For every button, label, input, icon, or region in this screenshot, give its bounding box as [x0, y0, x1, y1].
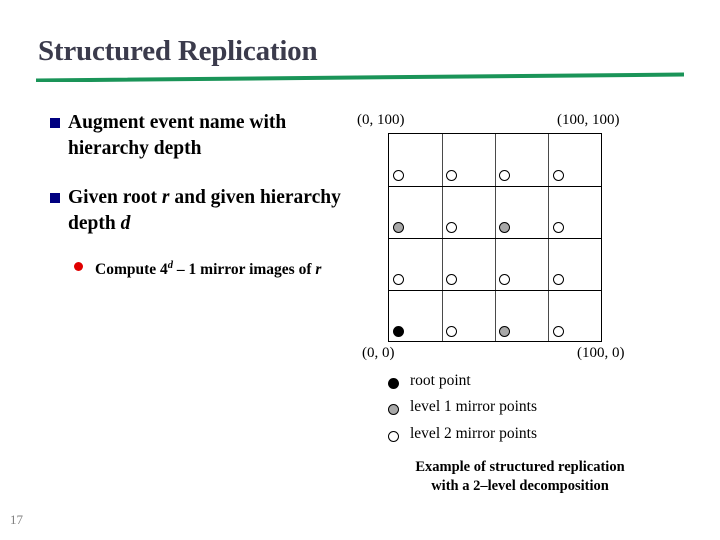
page-title: Structured Replication: [38, 35, 318, 67]
bullet-item-2-label: Given root r and given hierarchy depth d: [68, 185, 360, 237]
corner-label-top-left: (0, 100): [357, 112, 405, 128]
bullet-2-text-before: Given root: [68, 187, 162, 208]
level-2-mirror-point: [552, 170, 564, 182]
sub-bullet-exponent-d: d: [167, 260, 174, 271]
level-2-mirror-point-icon: [388, 431, 399, 442]
square-bullet-icon: [50, 118, 60, 128]
figure-caption: Example of structured replication with a…: [352, 458, 688, 496]
level-1-mirror-point-icon: [388, 404, 399, 415]
grid-line-horizontal: [389, 186, 601, 187]
figure-caption-line-1: Example of structured replication: [415, 459, 625, 475]
sub-bullet-variable-r: r: [315, 261, 322, 279]
legend-label-root: root point: [410, 372, 471, 389]
sub-bullet-text-middle: – 1 mirror images of: [173, 261, 316, 279]
grid-line-vertical: [442, 134, 443, 341]
bullet-item-1: Augment event name with hierarchy depth: [50, 110, 360, 162]
level-1-mirror-point: [499, 326, 511, 338]
bullet-2-variable-d: d: [120, 213, 131, 234]
corner-label-bottom-right: (100, 0): [577, 345, 625, 361]
page-number: 17: [10, 512, 23, 527]
title-underline-rule: [36, 72, 684, 82]
figure-caption-line-2: with a 2–level decomposition: [431, 478, 609, 494]
grid-line-vertical: [548, 134, 549, 341]
level-2-mirror-point: [499, 170, 511, 182]
root-point: [393, 326, 404, 338]
legend-label-level-2: level 2 mirror points: [410, 425, 537, 442]
bullet-item-1-label: Augment event name with hierarchy depth: [68, 112, 287, 159]
level-2-mirror-point: [552, 326, 564, 338]
bullet-2-text-middle: and given hierarchy depth: [68, 187, 341, 234]
bullet-2-variable-r: r: [161, 187, 170, 208]
coordinate-grid: [388, 133, 602, 342]
grid-line-vertical: [495, 134, 496, 341]
level-2-mirror-point: [499, 274, 511, 286]
legend-label-level-1: level 1 mirror points: [410, 398, 537, 415]
grid-line-horizontal: [389, 290, 601, 291]
sub-bullet-text-before: Compute 4: [95, 261, 168, 279]
level-2-mirror-point: [446, 222, 458, 234]
level-2-mirror-point: [446, 326, 458, 338]
square-bullet-icon: [50, 193, 60, 203]
corner-label-bottom-left: (0, 0): [362, 345, 395, 361]
round-bullet-icon: [74, 262, 83, 271]
grid-line-horizontal: [389, 238, 601, 239]
level-1-mirror-point: [499, 222, 511, 234]
level-1-mirror-point: [393, 222, 404, 234]
level-2-mirror-point: [552, 274, 564, 286]
level-2-mirror-point: [552, 222, 564, 234]
root-point-icon: [388, 378, 399, 389]
level-2-mirror-point: [393, 274, 404, 286]
bullet-item-2: Given root r and given hierarchy depth d: [50, 185, 360, 237]
level-2-mirror-point: [393, 170, 404, 182]
corner-label-top-right: (100, 100): [557, 112, 620, 128]
level-2-mirror-point: [446, 274, 458, 286]
sub-bullet-item-1: Compute 4d – 1 mirror images of r: [74, 255, 344, 281]
sub-bullet-item-1-label: Compute 4d – 1 mirror images of r: [95, 255, 344, 281]
level-2-mirror-point: [446, 170, 458, 182]
